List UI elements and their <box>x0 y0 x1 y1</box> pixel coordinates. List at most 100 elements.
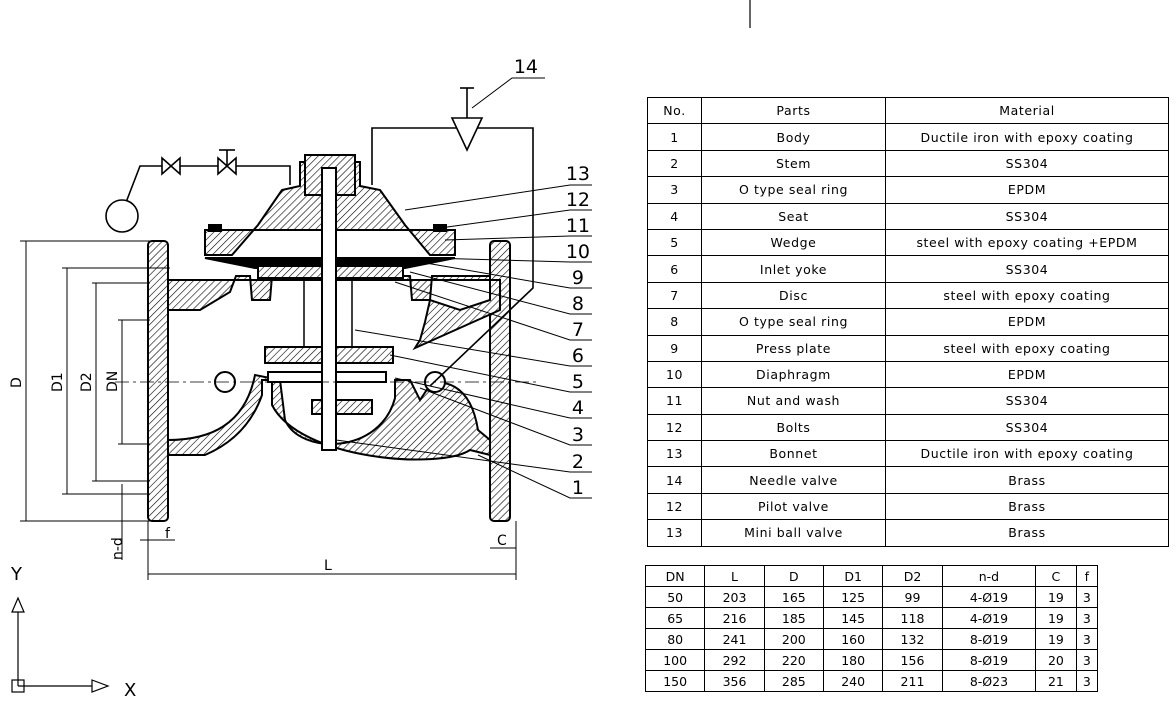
part-no-cell: 7 <box>647 281 702 310</box>
part-no-cell: 6 <box>647 255 702 283</box>
dimension-header-cell: D2 <box>882 565 943 587</box>
dimension-cell: 100 <box>644 649 706 671</box>
dimension-cell: 156 <box>882 649 943 671</box>
part-name-cell: O type seal ring <box>701 176 886 204</box>
dimension-cell: 165 <box>763 586 824 608</box>
dimension-cell: 216 <box>704 607 765 629</box>
dimension-cell: 220 <box>763 649 824 671</box>
dimension-cell: 80 <box>644 628 706 650</box>
part-no-cell: 3 <box>647 176 702 204</box>
dimension-cell: 200 <box>763 628 824 650</box>
part-material-cell: Brass <box>885 519 1169 547</box>
dim-L: L <box>324 558 332 574</box>
dim-DN: DN <box>105 371 121 392</box>
callout-9: 9 <box>572 267 584 289</box>
part-name-cell: Disc <box>701 281 886 310</box>
part-material-cell: EPDM <box>885 176 1169 204</box>
dimension-cell: 145 <box>822 607 884 629</box>
body-upper-shell <box>167 275 501 351</box>
dimension-cell: 125 <box>822 586 884 608</box>
part-no-cell: 12 <box>647 492 702 521</box>
pilot-pipework <box>105 87 534 387</box>
part-name-cell: Wedge <box>701 228 886 257</box>
dimension-cell: 8-Ø19 <box>941 649 1037 671</box>
part-name-cell: Body <box>701 123 886 151</box>
dimension-cell: 8-Ø19 <box>941 628 1037 650</box>
part-material-cell: steel with epoxy coating +EPDM <box>885 228 1169 257</box>
stem <box>321 167 337 451</box>
gauge-icon <box>105 199 139 233</box>
callout-11: 11 <box>566 215 590 237</box>
part-no-cell: 11 <box>647 387 702 415</box>
dimension-labels: D D1 D2 DN n-d f C L <box>9 371 507 574</box>
part-material-cell: Ductile iron with epoxy coating <box>885 123 1169 151</box>
part-no-cell: 13 <box>647 519 702 547</box>
part-name-cell: Mini ball valve <box>701 519 886 547</box>
dimension-cell: 4-Ø19 <box>941 586 1037 608</box>
dimension-cell: 180 <box>822 649 884 671</box>
part-no-cell: 13 <box>647 440 702 468</box>
dim-D2: D2 <box>79 372 95 392</box>
part-no-cell: 10 <box>647 360 702 389</box>
callout-2: 2 <box>572 451 584 473</box>
callout-10: 10 <box>566 241 590 263</box>
dimension-cell: 3 <box>1075 607 1099 629</box>
dimension-header-cell: f <box>1075 565 1099 587</box>
part-no-cell: 12 <box>647 413 702 442</box>
callout-1: 1 <box>572 477 584 499</box>
dimension-cell: 132 <box>882 628 943 650</box>
callout-8: 8 <box>572 293 584 315</box>
part-material-cell: Ductile iron with epoxy coating <box>885 440 1169 468</box>
part-material-cell: SS304 <box>885 413 1169 442</box>
dimension-header-cell: D1 <box>822 565 884 587</box>
part-no-cell: 1 <box>647 123 702 151</box>
part-name-cell: Pilot valve <box>701 492 886 521</box>
axis-y-label: Y <box>10 564 23 585</box>
dimension-cell: 19 <box>1035 607 1077 629</box>
dimension-cell: 65 <box>644 607 706 629</box>
part-material-cell: EPDM <box>885 360 1169 389</box>
dimension-cell: 3 <box>1075 649 1099 671</box>
dimension-header-cell: DN <box>644 565 706 587</box>
dimension-cell: 356 <box>704 670 765 692</box>
callout-12: 12 <box>566 189 590 211</box>
part-name-cell: Diaphragm <box>701 360 886 389</box>
dimension-cell: 185 <box>763 607 824 629</box>
dimension-cell: 21 <box>1035 670 1077 692</box>
callout-7: 7 <box>572 319 584 341</box>
left-flange <box>147 240 169 522</box>
dimension-cell: 3 <box>1075 628 1099 650</box>
part-material-cell: steel with epoxy coating <box>885 334 1169 362</box>
dimension-cell: 19 <box>1035 628 1077 650</box>
part-material-cell: SS304 <box>885 255 1169 283</box>
dimension-cell: 241 <box>704 628 765 650</box>
dimension-cell: 4-Ø19 <box>941 607 1037 629</box>
callout-6: 6 <box>572 345 584 367</box>
header-parts: Parts <box>701 96 886 125</box>
part-no-cell: 9 <box>647 334 702 362</box>
part-no-cell: 4 <box>647 202 702 230</box>
part-no-cell: 14 <box>647 466 702 494</box>
dimension-cell: 50 <box>644 586 706 608</box>
ucs-axis-icon <box>11 596 110 693</box>
part-material-cell: SS304 <box>885 387 1169 415</box>
dimension-cell: 285 <box>763 670 824 692</box>
part-material-cell: SS304 <box>885 202 1169 230</box>
dimension-header-cell: C <box>1035 565 1077 587</box>
needle-valve-icon <box>450 117 484 152</box>
dimension-cell: 8-Ø23 <box>941 670 1037 692</box>
